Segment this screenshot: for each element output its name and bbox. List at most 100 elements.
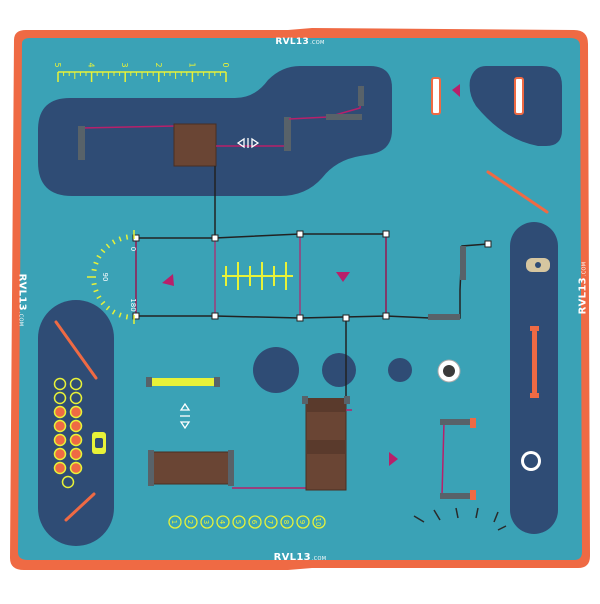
direction-arrow-top-right [452, 84, 460, 97]
zone-circle-large [253, 347, 299, 393]
brand-logo-right: RVL13.COM [577, 261, 589, 315]
protractor-tick [91, 268, 97, 272]
hopscotch-circle [69, 419, 83, 433]
equipment-bottom [148, 396, 398, 491]
bench-post-b [514, 77, 524, 115]
equipment-top-left [78, 85, 364, 167]
hopscotch-circle [69, 377, 83, 391]
number-circle [184, 515, 198, 529]
hopscotch-circle [53, 377, 67, 391]
number-label: 4 [218, 520, 226, 525]
number-circle [312, 515, 326, 529]
triangle-marker-right [336, 272, 350, 282]
number-circle [168, 515, 182, 529]
number-circle [216, 515, 230, 529]
protractor-tick [111, 309, 116, 315]
yellow-bench [146, 377, 220, 387]
sunburst-marks [413, 507, 507, 531]
beam-post-right [284, 117, 291, 151]
ruler-label: 4 [87, 62, 96, 67]
brand-logo-left: RVL13.COM [16, 273, 28, 327]
protractor-tick [125, 314, 129, 320]
hopscotch-circle [69, 461, 83, 475]
number-label: 8 [282, 520, 290, 524]
left-pill-equipment [53, 320, 106, 522]
diagonal-bar-lower-left [64, 492, 96, 522]
hopscotch-circle [53, 405, 67, 419]
hopscotch-circle [69, 405, 83, 419]
double-arrow-vertical-icon [179, 402, 191, 430]
balance-rope-left [81, 125, 177, 129]
number-label: 3 [202, 520, 210, 524]
number-row: 1 2 3 4 5 6 7 8 9 10 [168, 515, 326, 529]
hopscotch-circle [69, 433, 83, 447]
bracket-frame [440, 418, 476, 500]
hopscotch-circles [53, 377, 83, 489]
right-pill-equipment [526, 258, 550, 398]
protractor-tick [118, 236, 122, 242]
angle-post [358, 86, 364, 106]
protractor-tick [93, 289, 99, 293]
equipment-top-right [431, 77, 549, 214]
protractor-tick [96, 254, 102, 259]
beam-post-left [78, 126, 85, 160]
protractor-label: 90 [101, 273, 109, 282]
rope-net [132, 166, 492, 400]
protractor-label: 180 [129, 298, 137, 311]
number-label: 2 [186, 520, 194, 524]
brand-logo-top: RVL13.COM [275, 37, 325, 47]
protractor-tick [105, 243, 111, 249]
device-panel-left [92, 432, 106, 454]
hopscotch-circle [53, 447, 67, 461]
double-arrow-icon [236, 137, 260, 149]
brand-logo-bottom: RVL13.COM [273, 552, 327, 563]
zone-circle-small [388, 358, 412, 382]
protractor-tick [105, 305, 111, 311]
protractor-label: 0 [129, 247, 137, 251]
bench-post-a [431, 77, 441, 115]
zone-circle-medium [322, 353, 356, 387]
yellow-scale [222, 262, 293, 290]
number-label: 6 [250, 520, 258, 525]
triangle-marker-low [389, 452, 398, 466]
wooden-platform-top [173, 123, 217, 167]
ruler-label: 1 [187, 62, 196, 67]
protractor-tick [91, 282, 97, 286]
number-label: 1 [170, 520, 178, 524]
hopscotch-circle [53, 433, 67, 447]
protractor-tick [93, 261, 99, 265]
hopscotch-circle [61, 475, 75, 489]
number-circle [264, 515, 278, 529]
number-circle [232, 515, 246, 529]
hopscotch-circle [53, 391, 67, 405]
wooden-bench-low [151, 451, 231, 485]
protractor-tick [100, 300, 106, 306]
number-circle [248, 515, 262, 529]
number-circle [280, 515, 294, 529]
protractor: 0 90 180 [87, 230, 137, 324]
protractor-tick [100, 248, 106, 254]
number-label: 10 [314, 518, 322, 527]
number-circle [296, 515, 310, 529]
ruler-top: 5 4 3 2 1 0 [53, 62, 230, 82]
protractor-tick [125, 234, 129, 240]
number-label: 5 [234, 520, 242, 524]
rope-beam-small [428, 314, 460, 320]
tire-rings [437, 359, 541, 471]
number-circle [200, 515, 214, 529]
diagonal-bar-right [486, 170, 549, 214]
triangle-marker-left [162, 274, 174, 286]
number-label: 9 [298, 520, 306, 524]
rope-post-small [460, 246, 466, 280]
ruler-label: 3 [120, 62, 129, 67]
hopscotch-circle [53, 461, 67, 475]
ruler-label: 2 [154, 62, 163, 67]
diagonal-bar-upper-left [54, 320, 98, 380]
ruler-label: 0 [221, 62, 230, 67]
number-label: 7 [266, 520, 274, 524]
ruler-label: 5 [53, 62, 62, 67]
protractor-tick [96, 295, 102, 300]
protractor-tick [118, 312, 122, 318]
angle-beam [326, 114, 362, 120]
